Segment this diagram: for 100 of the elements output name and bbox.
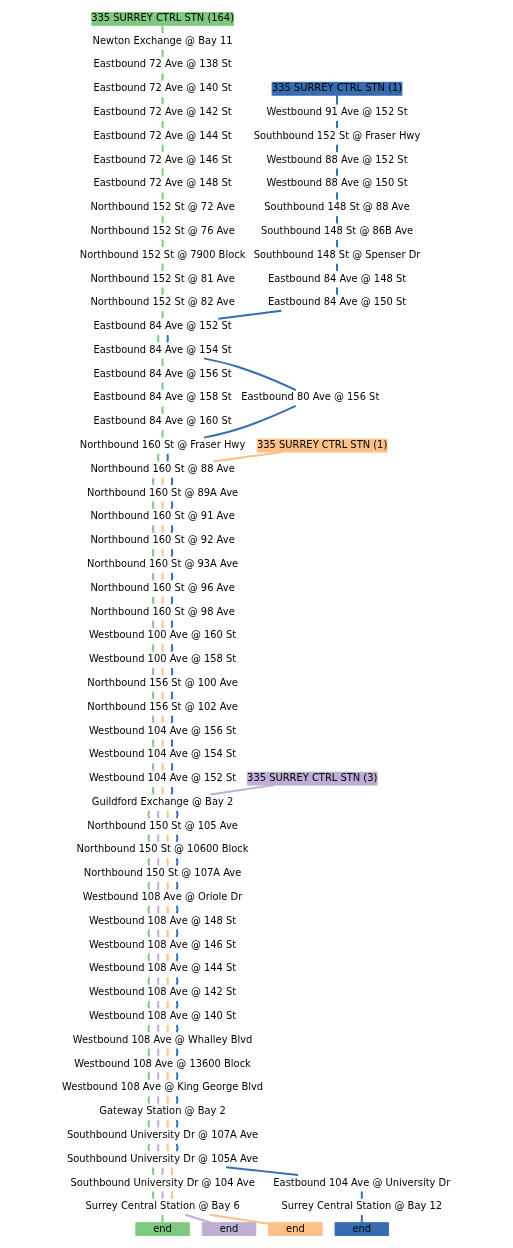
connector	[170, 667, 174, 677]
node-text: Westbound 100 Ave @ 160 St	[88, 629, 237, 641]
node-text: Northbound 150 St @ 107A Ave	[83, 867, 242, 879]
connector	[170, 548, 174, 558]
connector	[161, 405, 164, 415]
node-text: Northbound 152 St @ 81 Ave	[90, 272, 235, 284]
connector	[157, 1023, 160, 1034]
node-text: Eastbound 72 Ave @ 146 St	[93, 153, 232, 165]
node-text: Northbound 150 St @ 10600 Block	[76, 843, 249, 855]
connector	[166, 809, 169, 820]
connector	[360, 1214, 363, 1224]
node-text: Southbound 148 St @ 88 Ave	[264, 201, 410, 213]
node-text: Northbound 152 St @ 7900 Block	[79, 248, 246, 260]
node-text: Northbound 160 St @ 88 Ave	[90, 462, 235, 474]
connector	[161, 143, 164, 154]
node-text: Eastbound 84 Ave @ 150 St	[268, 296, 407, 308]
connector	[157, 976, 160, 986]
connector	[170, 643, 174, 653]
connector	[161, 500, 164, 510]
connector	[175, 1047, 179, 1057]
connector	[170, 786, 174, 796]
node-text: Westbound 104 Ave @ 154 St	[88, 748, 237, 760]
connector	[151, 619, 155, 629]
connector	[161, 215, 164, 225]
node-text: Westbound 104 Ave @ 156 St	[88, 724, 237, 736]
node-text: Westbound 91 Ave @ 152 St	[266, 106, 408, 118]
connector	[166, 857, 169, 867]
connector	[175, 952, 179, 962]
connector	[151, 500, 155, 510]
connector	[360, 1190, 363, 1200]
node-text: Westbound 88 Ave @ 152 St	[266, 153, 408, 165]
connector	[170, 595, 174, 606]
node-text: Westbound 100 Ave @ 158 St	[88, 653, 237, 665]
connector	[161, 72, 164, 82]
connector	[161, 548, 164, 558]
node-text: Eastbound 72 Ave @ 142 St	[93, 106, 232, 118]
connector	[151, 595, 155, 606]
connector	[175, 976, 179, 986]
connector	[170, 690, 174, 701]
connector	[184, 1213, 213, 1224]
connector	[157, 1071, 160, 1081]
node-text: Westbound 108 Ave @ 144 St	[88, 962, 237, 974]
connector	[170, 1166, 174, 1176]
node-box: 335 SURREY CTRL STN (1)	[256, 438, 388, 453]
connector	[147, 833, 151, 843]
connector	[175, 904, 179, 915]
node-text: Eastbound 104 Ave @ University Dr	[273, 1176, 451, 1188]
node-text: Guildford Exchange @ Bay 2	[91, 795, 234, 807]
connector	[161, 357, 164, 368]
connector	[147, 1023, 151, 1034]
connector	[161, 619, 164, 629]
node-text: Westbound 108 Ave @ Oriole Dr	[82, 891, 243, 903]
connector	[161, 48, 164, 58]
node-text: Westbound 104 Ave @ 152 St	[88, 772, 237, 784]
connector	[166, 1047, 169, 1057]
connector	[166, 1142, 169, 1153]
connector	[157, 952, 160, 962]
connector	[336, 143, 338, 154]
node-text: Surrey Central Station @ Bay 6	[85, 1200, 240, 1212]
connector	[151, 738, 155, 748]
connector	[166, 1023, 169, 1034]
connector	[157, 881, 160, 891]
node-text: Eastbound 84 Ave @ 148 St	[268, 272, 407, 284]
connector	[161, 738, 164, 748]
node-text: Northbound 150 St @ 105 Ave	[87, 819, 238, 831]
node-text: Eastbound 84 Ave @ 152 St	[93, 320, 232, 332]
connector	[336, 119, 338, 130]
connector	[336, 191, 338, 201]
connector	[170, 571, 174, 582]
node-text: Eastbound 84 Ave @ 156 St	[93, 367, 232, 379]
connector	[157, 1142, 160, 1153]
connector	[336, 286, 338, 296]
node-text: Gateway Station @ Bay 2	[99, 1105, 226, 1117]
node-text: Eastbound 80 Ave @ 156 St	[241, 391, 380, 403]
connector	[166, 952, 169, 962]
connector	[166, 334, 169, 344]
connector	[147, 1071, 151, 1081]
connector	[147, 1119, 151, 1129]
connector	[161, 238, 164, 249]
connector	[161, 595, 164, 606]
connector	[170, 500, 174, 510]
connector	[175, 1071, 179, 1081]
node-box: 335 SURREY CTRL STN (3)	[246, 771, 378, 786]
connector	[161, 96, 164, 106]
connector	[336, 167, 338, 177]
connector	[175, 857, 179, 867]
node-box: 335 SURREY CTRL STN (164)	[91, 11, 234, 26]
connector	[217, 309, 283, 320]
connector	[157, 1119, 160, 1129]
connector	[151, 690, 155, 701]
connector	[161, 1166, 164, 1176]
node-text: Westbound 108 Ave @ 13600 Block	[74, 1057, 251, 1069]
connector	[336, 262, 338, 272]
connector	[147, 1000, 151, 1010]
connector	[147, 1047, 151, 1057]
node-text: Northbound 160 St @ 91 Ave	[90, 510, 235, 522]
node-text: Southbound University Dr @ 104 Ave	[70, 1176, 255, 1188]
connector	[147, 952, 151, 962]
node-text: Northbound 160 St @ 89A Ave	[87, 486, 239, 498]
connector	[203, 405, 297, 439]
